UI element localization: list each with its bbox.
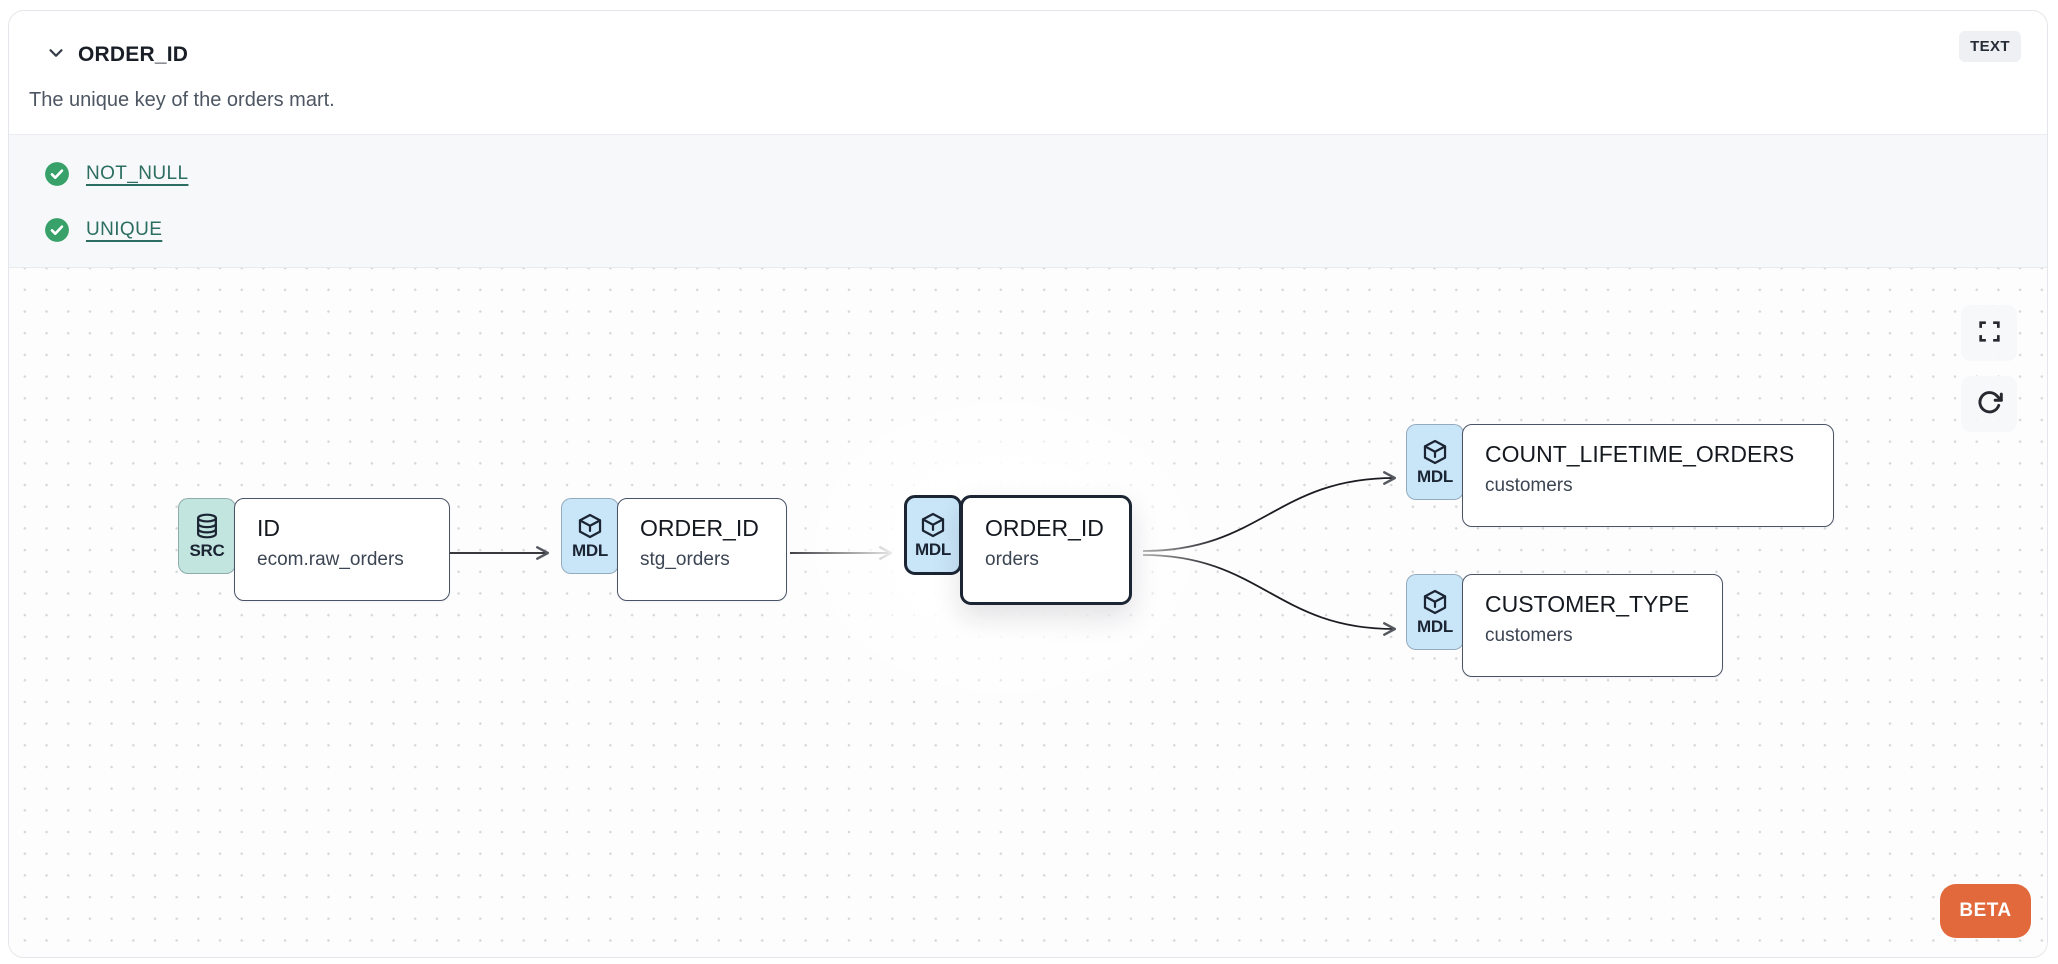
lineage-edges bbox=[449, 471, 1397, 636]
lineage-node-orders-selected[interactable]: MDL ORDER_ID orders bbox=[904, 495, 1132, 605]
node-badge-label: MDL bbox=[572, 540, 608, 560]
edge-orders-to-count-lifetime-orders bbox=[1142, 471, 1397, 552]
node-title: ORDER_ID bbox=[640, 515, 759, 541]
database-icon bbox=[193, 512, 221, 540]
node-subtitle: stg_orders bbox=[640, 549, 730, 570]
test-row: UNIQUE bbox=[44, 208, 2047, 252]
lineage-node-count-lifetime-orders[interactable]: MDL COUNT_LIFETIME_ORDERS customers bbox=[1406, 424, 1834, 527]
chevron-down-icon bbox=[45, 42, 67, 67]
node-title: CUSTOMER_TYPE bbox=[1485, 591, 1690, 617]
fullscreen-icon bbox=[1976, 318, 2003, 348]
node-resource-badge: MDL bbox=[561, 498, 619, 574]
lineage-node-src-id[interactable]: SRC ID ecom.raw_orders bbox=[178, 498, 450, 601]
test-passed-check-icon bbox=[44, 161, 70, 187]
cube-icon bbox=[919, 511, 947, 539]
fullscreen-button[interactable] bbox=[1961, 305, 2017, 361]
node-subtitle: orders bbox=[985, 549, 1039, 570]
column-description: The unique key of the orders mart. bbox=[29, 89, 335, 111]
node-title: ORDER_ID bbox=[985, 515, 1104, 541]
node-resource-badge: MDL bbox=[1406, 574, 1464, 650]
node-badge-label: MDL bbox=[915, 539, 951, 559]
cube-icon bbox=[1421, 438, 1449, 466]
node-badge-label: MDL bbox=[1417, 616, 1453, 636]
test-row: NOT_NULL bbox=[44, 152, 2047, 196]
lineage-node-customer-type[interactable]: MDL CUSTOMER_TYPE customers bbox=[1406, 574, 1723, 677]
column-type-badge: TEXT bbox=[1959, 31, 2021, 62]
test-passed-check-icon bbox=[44, 217, 70, 243]
column-title: ORDER_ID bbox=[78, 43, 189, 66]
edge-orders-to-customer-type bbox=[1142, 554, 1397, 636]
cube-icon bbox=[576, 512, 604, 540]
lineage-node-stg-orders[interactable]: MDL ORDER_ID stg_orders bbox=[561, 498, 787, 601]
refresh-button[interactable] bbox=[1961, 376, 2017, 432]
node-resource-badge: MDL bbox=[1406, 424, 1464, 500]
tests-section: NOT_NULL UNIQUE bbox=[9, 134, 2047, 268]
node-resource-badge: SRC bbox=[178, 498, 236, 574]
refresh-icon bbox=[1976, 389, 2003, 419]
collapse-chevron-button[interactable] bbox=[39, 37, 73, 71]
cube-icon bbox=[1421, 588, 1449, 616]
test-link-not-null[interactable]: NOT_NULL bbox=[86, 163, 189, 184]
node-subtitle: customers bbox=[1485, 475, 1573, 496]
canvas-controls bbox=[1961, 305, 2017, 432]
node-badge-label: SRC bbox=[189, 540, 225, 560]
node-title: COUNT_LIFETIME_ORDERS bbox=[1485, 441, 1795, 467]
lineage-canvas[interactable]: SRC ID ecom.raw_orders MDL ORDER_ID stg_… bbox=[9, 268, 2047, 957]
node-resource-badge: MDL bbox=[904, 495, 962, 575]
node-badge-label: MDL bbox=[1417, 466, 1453, 486]
node-subtitle: ecom.raw_orders bbox=[257, 549, 404, 570]
beta-badge: BETA bbox=[1940, 884, 2031, 938]
panel-header: ORDER_ID The unique key of the orders ma… bbox=[9, 11, 2047, 134]
node-subtitle: customers bbox=[1485, 625, 1573, 646]
test-link-unique[interactable]: UNIQUE bbox=[86, 219, 163, 240]
node-title: ID bbox=[257, 515, 280, 541]
column-details-panel: ORDER_ID The unique key of the orders ma… bbox=[8, 10, 2048, 958]
